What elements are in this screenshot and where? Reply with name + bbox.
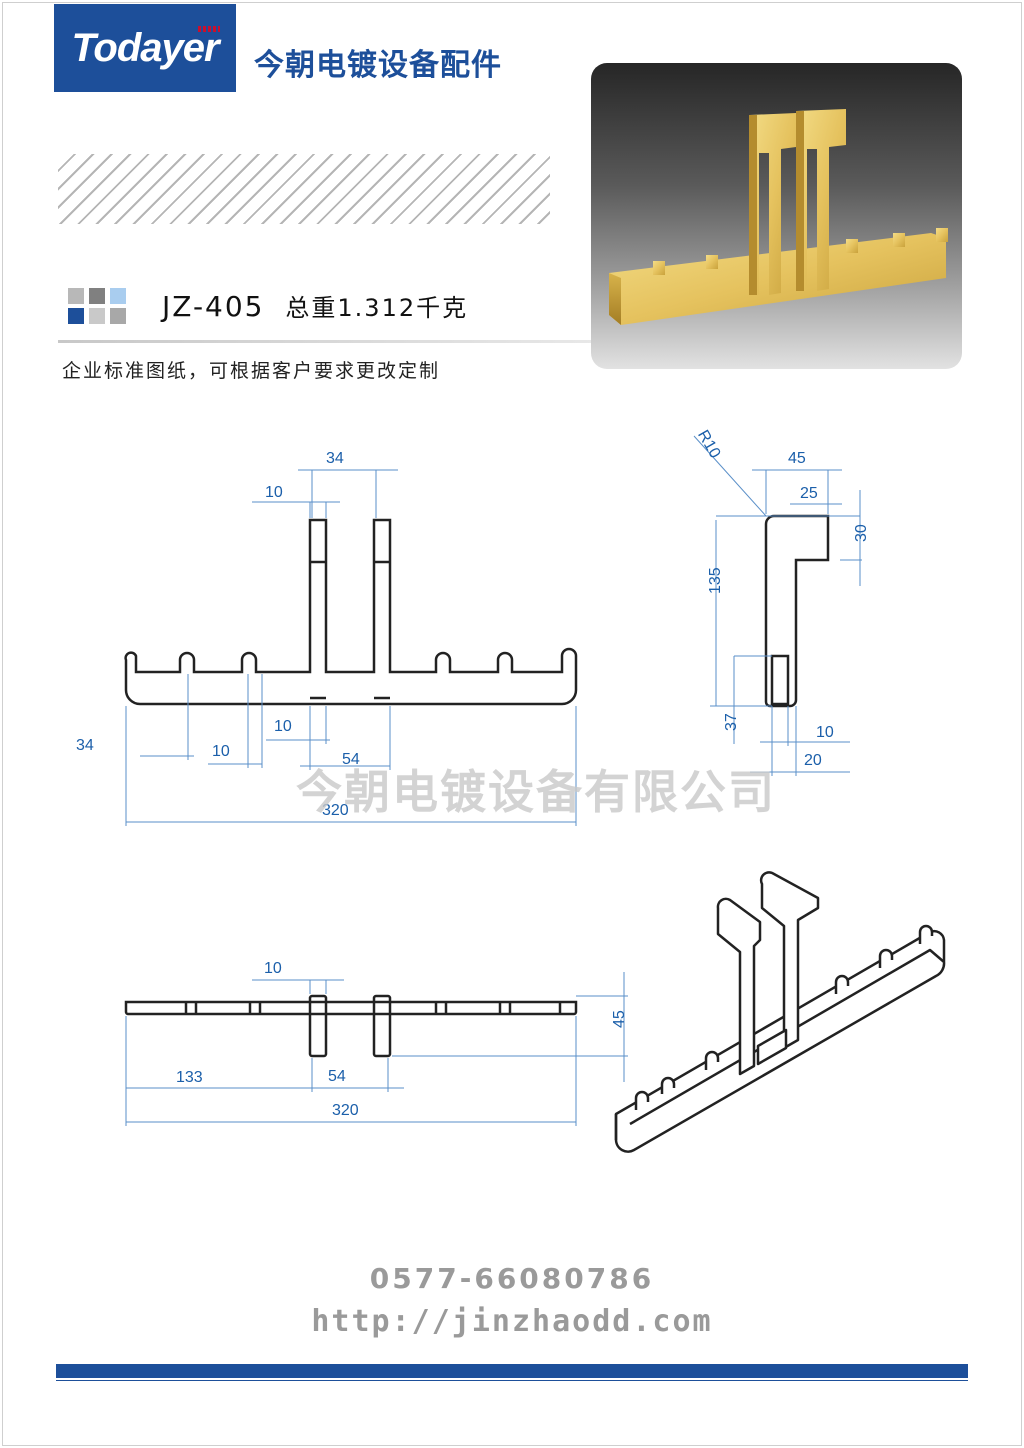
dim-top-slot-width: 10 xyxy=(264,960,282,977)
dim-left-offset: 34 xyxy=(76,737,94,754)
dim-offset: 133 xyxy=(176,1069,203,1086)
website-link[interactable]: http://jinzhaodd.com xyxy=(311,1304,713,1339)
front-dimension-lines xyxy=(125,469,577,826)
brand-logo: Todayer xyxy=(54,4,236,92)
top-view xyxy=(124,994,578,1058)
dim-top-total: 320 xyxy=(332,1102,359,1119)
dim-slot-width: 10 xyxy=(212,743,230,760)
dim-radius: R10 xyxy=(694,427,723,461)
model-number: JZ-405 xyxy=(162,290,265,323)
dim-top-slot: 10 xyxy=(265,484,283,501)
dim-height: 135 xyxy=(707,567,724,594)
side-dimension-labels: R10 45 25 30 135 37 10 20 xyxy=(694,427,870,769)
logo-text: Todayer xyxy=(71,26,219,70)
hatch-decoration xyxy=(58,154,550,224)
top-dimension-lines xyxy=(125,972,628,1126)
top-dimension-labels: 10 133 54 320 45 xyxy=(176,960,628,1119)
dim-top-center: 54 xyxy=(328,1068,346,1085)
dim-width: 45 xyxy=(788,450,806,467)
title-rule xyxy=(58,340,598,343)
footer-rule xyxy=(56,1380,968,1381)
dim-inner-slot: 10 xyxy=(274,718,292,735)
dim-foot: 37 xyxy=(723,713,740,731)
isometric-view xyxy=(614,871,946,1153)
front-view xyxy=(124,518,578,706)
company-name: 今朝电镀设备配件 xyxy=(254,48,502,83)
watermark: 今朝电镀设备有限公司 xyxy=(296,765,776,819)
color-squares-icon xyxy=(68,288,128,324)
side-dimension-lines xyxy=(693,435,862,776)
dim-center: 54 xyxy=(342,751,360,768)
dim-hook: 25 xyxy=(800,485,818,502)
side-view xyxy=(764,514,830,708)
model-title: JZ-405 总重1.312千克 xyxy=(162,288,468,323)
footer-bar xyxy=(56,1364,968,1378)
front-dimension-labels: 34 10 34 10 10 54 320 xyxy=(76,450,360,819)
dim-top-width: 34 xyxy=(326,450,344,467)
logo-checker-icon xyxy=(198,26,220,32)
dim-hook-height: 30 xyxy=(853,524,870,542)
dim-base: 20 xyxy=(804,752,822,769)
standard-note: 企业标准图纸，可根据客户要求更改定制 xyxy=(62,360,441,382)
product-photo xyxy=(591,63,962,369)
dim-depth: 45 xyxy=(611,1010,628,1028)
dim-thickness: 10 xyxy=(816,724,834,741)
dim-total: 320 xyxy=(322,802,349,819)
model-weight: 总重1.312千克 xyxy=(285,294,469,322)
contact-phone: 0577-66080786 xyxy=(369,1262,655,1295)
